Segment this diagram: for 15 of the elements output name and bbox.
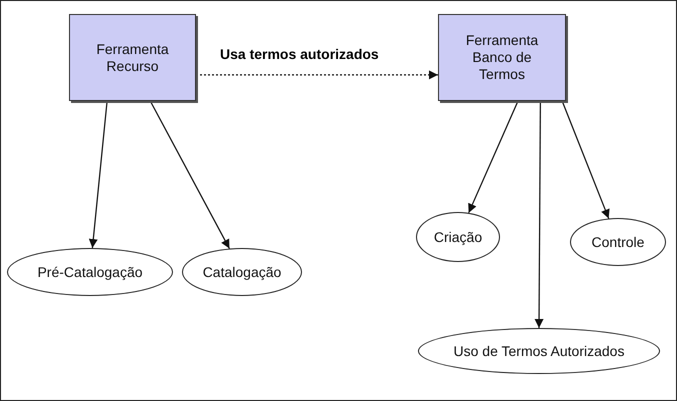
node-label: Ferramenta Banco de Termos	[464, 32, 540, 83]
tool-box	[69, 14, 196, 101]
arrow	[562, 100, 610, 219]
node-label: Ferramenta Recurso	[95, 40, 170, 74]
arrow	[468, 100, 519, 214]
edge-label: Usa termos autorizados	[218, 46, 381, 62]
arrow	[150, 100, 230, 249]
node-label: Pré-Catalogação	[37, 264, 143, 280]
tool-box	[438, 14, 566, 101]
arrow	[534, 101, 544, 328]
node-label: Catalogação	[202, 264, 282, 280]
arrow	[88, 100, 108, 248]
node-label: Uso de Termos Autorizados	[454, 342, 624, 360]
node-label: Controle	[592, 234, 644, 250]
node-label: Criação	[434, 228, 482, 246]
